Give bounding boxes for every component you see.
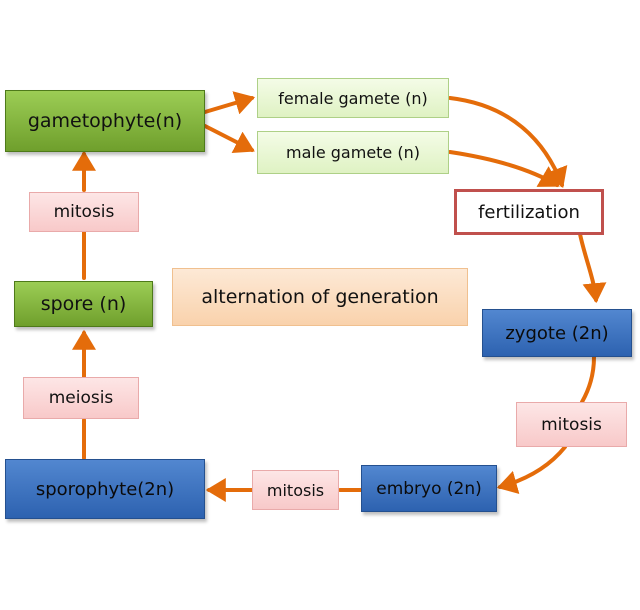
spore-node: spore (n) <box>14 281 153 327</box>
mitosis-left-label: mitosis <box>29 192 139 232</box>
arrow-gametophyte-to-female-gamete <box>203 91 256 115</box>
mitosis-bottom-label: mitosis <box>252 470 339 510</box>
arrow-mitosis-to-embryo <box>496 445 567 495</box>
zygote-node: zygote (2n) <box>482 309 632 357</box>
arrow-gametophyte-to-male-gamete <box>203 124 255 154</box>
embryo-node: embryo (2n) <box>361 465 497 512</box>
meiosis-label: meiosis <box>23 377 139 419</box>
fertilization-node: fertilization <box>454 189 604 235</box>
arrow-female-gamete-to-fertilization <box>448 96 568 188</box>
arrow-male-gamete-to-fertilization <box>448 150 560 187</box>
diagram-title: alternation of generation <box>172 268 468 326</box>
arrow-fertilization-to-zygote <box>578 232 607 304</box>
male-gamete-node: male gamete (n) <box>257 131 449 174</box>
sporophyte-node: sporophyte(2n) <box>5 459 205 519</box>
female-gamete-node: female gamete (n) <box>257 78 449 118</box>
mitosis-right-label: mitosis <box>516 402 627 447</box>
gametophyte-node: gametophyte(n) <box>5 90 205 152</box>
arrow-zygote-to-mitosis <box>580 355 596 404</box>
